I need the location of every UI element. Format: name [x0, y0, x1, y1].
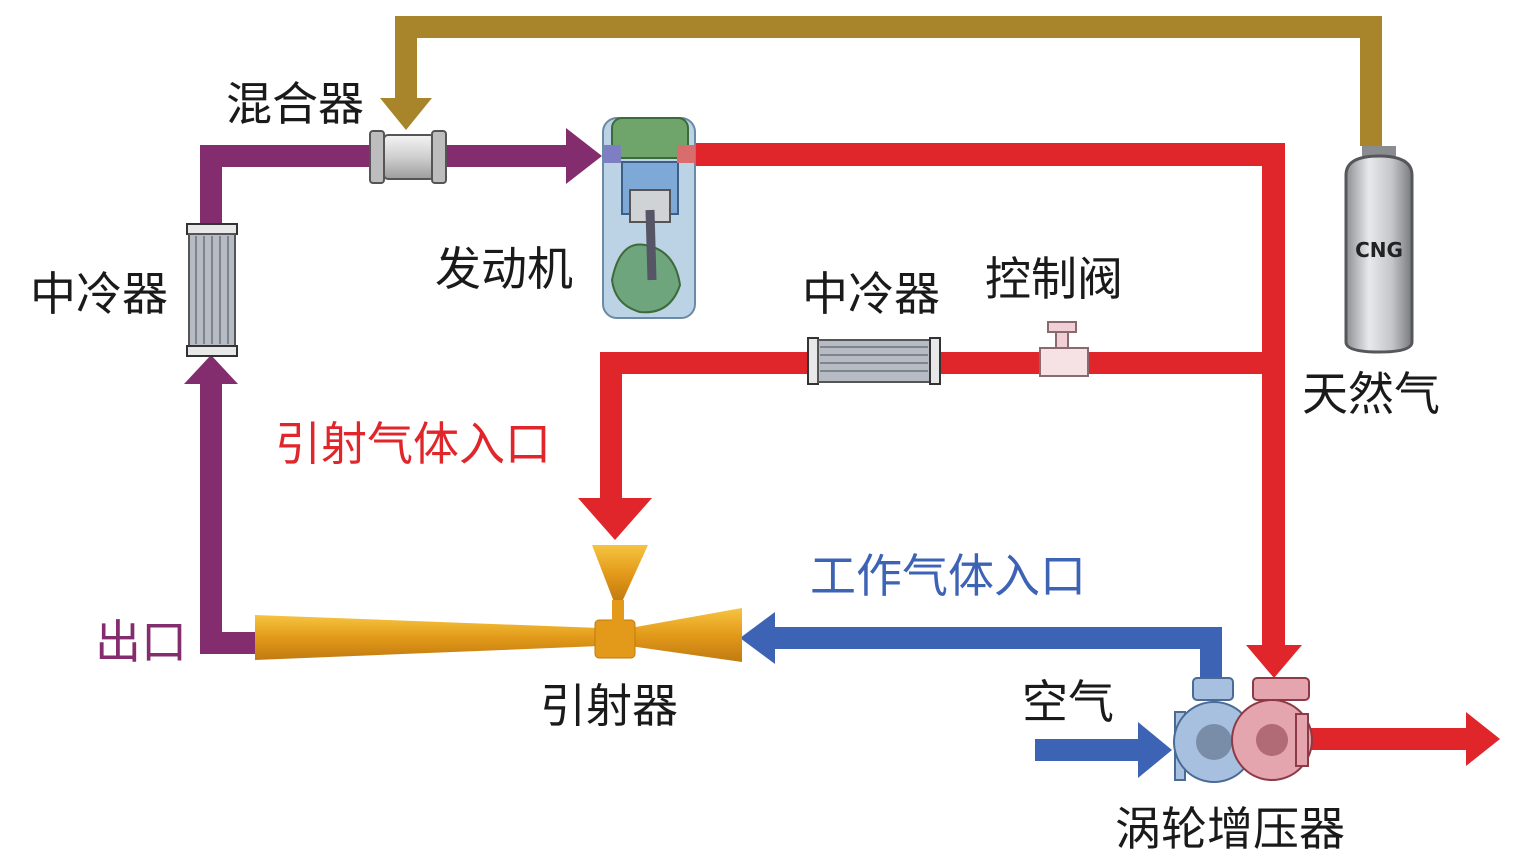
mixer-label: 混合器 — [226, 77, 364, 131]
control-valve-label: 控制阀 — [985, 252, 1123, 306]
cng-label: CNG — [1355, 238, 1403, 262]
cng-tank-icon: CNG — [1344, 146, 1414, 354]
control-valve-icon — [1039, 321, 1089, 377]
outlet-label: 出口 — [95, 615, 187, 669]
air-label: 空气 — [1022, 675, 1114, 729]
ejector-gas-inlet-label: 引射气体入口 — [275, 417, 551, 471]
ejector-icon — [255, 545, 742, 662]
turbocharger-icon — [1173, 677, 1313, 783]
intake-line — [184, 128, 602, 654]
natural-gas-label: 天然气 — [1302, 367, 1440, 421]
engine-label: 发动机 — [435, 242, 573, 296]
exhaust-line — [578, 143, 1500, 766]
ejector-label: 引射器 — [540, 679, 678, 733]
engine-icon — [602, 117, 696, 319]
mixer-icon — [369, 130, 447, 184]
gas-supply-line — [380, 16, 1382, 146]
intercooler-icon — [186, 223, 238, 357]
working-gas-line — [740, 612, 1222, 778]
turbocharger-label: 涡轮增压器 — [1115, 802, 1345, 856]
working-gas-inlet-label: 工作气体入口 — [810, 549, 1086, 603]
intercooler-left-label: 中冷器 — [30, 267, 168, 321]
intercooler-icon — [807, 337, 941, 385]
intercooler-mid-label: 中冷器 — [802, 267, 940, 321]
